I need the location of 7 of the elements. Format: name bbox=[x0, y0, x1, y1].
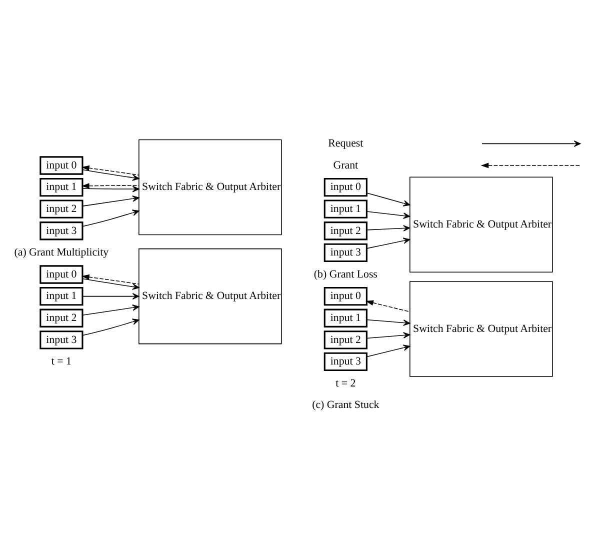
legend-label: Grant bbox=[333, 158, 358, 171]
label: t = 2 bbox=[336, 376, 356, 389]
label: (b) Grant Loss bbox=[314, 268, 378, 280]
label: t = 1 bbox=[51, 355, 72, 368]
label: (a) Grant Multiplicity bbox=[14, 246, 109, 258]
legend-label: Request bbox=[328, 137, 364, 150]
label: (c) Grant Stuck bbox=[312, 398, 380, 411]
